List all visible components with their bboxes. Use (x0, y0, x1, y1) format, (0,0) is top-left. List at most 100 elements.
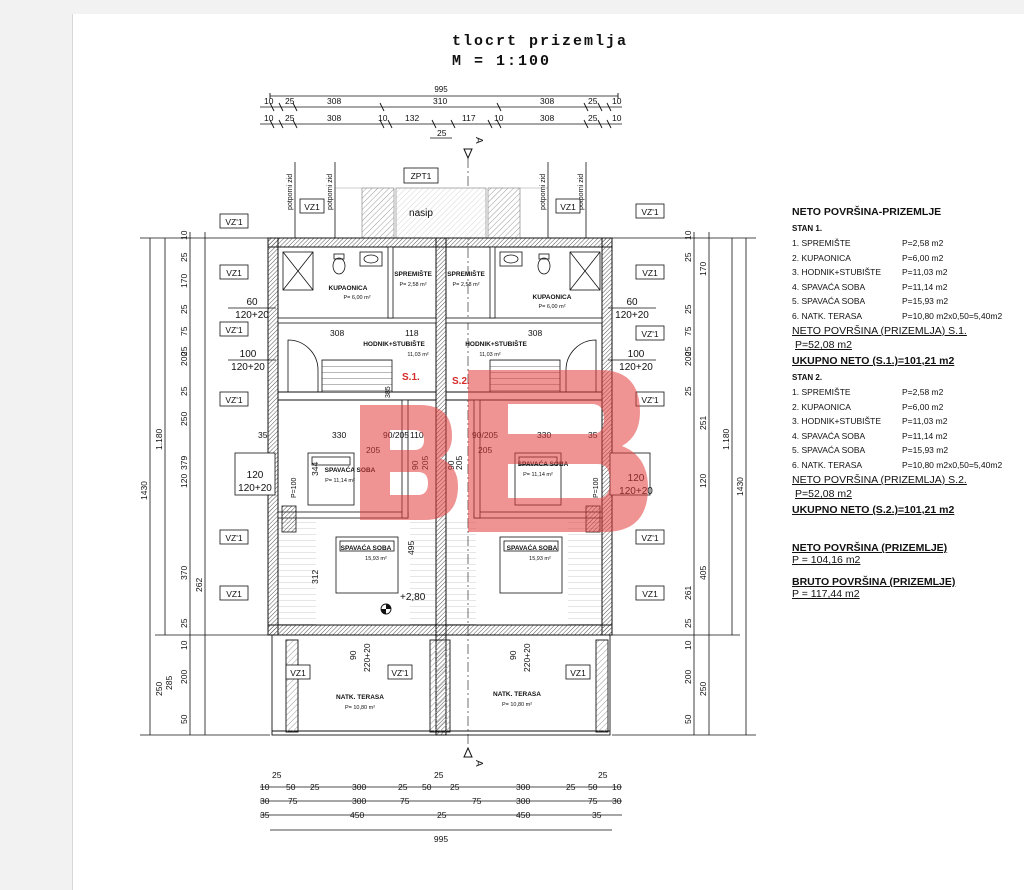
dim-label: 25 (285, 113, 295, 123)
room-name: HODNIK+STUBIŠTE (363, 339, 425, 348)
stan2-ukupno: UKUPNO NETO (S.2.)=101,21 m2 (792, 504, 955, 516)
dim-label: 30 (612, 796, 622, 806)
dim-label: 75 (400, 796, 410, 806)
window-label: VZ1 (304, 202, 320, 212)
window-size-rules (228, 307, 656, 361)
legend-room: 4. SPAVAĆA SOBA (792, 430, 866, 441)
room-name: SPREMIŠTE (394, 269, 432, 278)
window-label: VZ'1 (225, 395, 242, 405)
inner-dim: 344 (310, 462, 320, 476)
legend-value: P=2,58 m2 (902, 387, 944, 398)
dim-label: 261 (683, 586, 693, 600)
room-name: NATK. TERASA (336, 694, 384, 701)
dim-label: 170 (698, 262, 708, 276)
window-label: VZ'1 (641, 533, 658, 543)
dim-label: 251 (698, 416, 708, 430)
legend-room: 6. NATK. TERASA (792, 459, 863, 470)
room-name: SPAVAĆA SOBA (325, 465, 376, 474)
embankment-label: nasip (409, 208, 433, 219)
top-dim-row-1: 10 25 308 310 308 25 10 (264, 96, 622, 106)
section-marker-bottom: A (463, 746, 484, 767)
retaining-wall-label: potporni zid (540, 174, 547, 210)
level-marker: +2,80 (380, 592, 426, 615)
dim-label: 308 (540, 113, 554, 123)
inner-dim: 312 (310, 570, 320, 584)
legend-room: 6. NATK. TERASA (792, 310, 863, 321)
dim-label: 308 (327, 113, 341, 123)
right-dimension-labels: 10 25 170 25 75 25 200 25 251 120 405 26… (683, 230, 745, 724)
inner-dim: 308 (528, 328, 542, 338)
dim-label: 200 (683, 670, 693, 684)
dim-label: 25 (598, 770, 608, 780)
dim-label: 75 (683, 326, 693, 336)
window-size: 60 (626, 297, 638, 308)
dim-label: 50 (286, 782, 296, 792)
inner-dim: P=100 (593, 477, 600, 498)
dim-label: 50 (179, 714, 189, 724)
dim-label: 10 (683, 640, 693, 650)
inner-dim: 35 (258, 430, 268, 440)
window-size: 120+20 (238, 483, 272, 494)
legend-room: 2. KUPAONICA (792, 252, 851, 263)
legend-row: 6. NATK. TERASA P=10,80 m2x0,50=5,40m2 (792, 458, 1022, 473)
dim-label: 25 (434, 770, 444, 780)
window-size: 60 (246, 297, 258, 308)
legend-value: P=6,00 m2 (902, 252, 944, 263)
door-dim: 90 (508, 650, 518, 660)
legend-room: 5. SPAVAĆA SOBA (792, 445, 866, 456)
window-size: 120+20 (231, 362, 265, 373)
legend-room: 3. HODNIK+STUBIŠTE (792, 267, 882, 278)
dim-label: 75 (472, 796, 482, 806)
dim-label: 35 (260, 810, 270, 820)
room-name: KUPAONICA (329, 285, 368, 292)
room-area: 15,93 m² (365, 556, 387, 562)
dim-label: 25 (566, 782, 576, 792)
apartment-tag-s2: S.2. (452, 376, 470, 387)
room-labels: KUPAONICA P= 6,00 m² SPREMIŠTE P= 2,58 m… (325, 269, 572, 711)
room-area: P= 2,58 m² (399, 282, 426, 288)
room-area: P= 10,80 m² (502, 702, 532, 708)
top-dimension-ticks (269, 93, 619, 129)
room-name: SPAVAĆA SOBA (341, 543, 392, 552)
dim-label: 30 (260, 796, 270, 806)
dim-label: 25 (683, 618, 693, 628)
dim-label: 310 (433, 96, 447, 106)
dim-label: 132 (405, 113, 419, 123)
neto-total-label: NETO POVRŠINA (PRIZEMLJE) (792, 542, 948, 554)
dim-label: 25 (683, 346, 693, 356)
dim-label: 25 (179, 304, 189, 314)
dim-label: 250 (179, 412, 189, 426)
legend-room: 3. HODNIK+STUBIŠTE (792, 416, 882, 427)
dim-label: 10 (179, 640, 189, 650)
inner-dim: 330 (332, 430, 346, 440)
top-dimensions (260, 95, 622, 139)
room-area: P= 10,80 m² (345, 705, 375, 711)
dim-label: 200 (179, 670, 189, 684)
stan1-ukupno: UKUPNO NETO (S.1.)=101,21 m2 (792, 355, 955, 367)
title-line-2: M = 1:100 (452, 53, 552, 70)
dim-label: 995 (434, 834, 448, 844)
legend-value: P=10,80 m2x0,50=5,40m2 (902, 459, 1003, 470)
dim-label: 25 (310, 782, 320, 792)
inner-dim: 118 (405, 328, 419, 338)
dim-label: 308 (540, 96, 554, 106)
dim-label: 25 (437, 128, 447, 138)
room-area: P= 11,14 m² (325, 478, 355, 484)
door-dim: 90 (348, 650, 358, 660)
window-size: 120+20 (619, 362, 653, 373)
window-label: VZ'1 (391, 668, 408, 678)
window-size: 100 (240, 349, 257, 360)
inner-dim: 110 (410, 430, 424, 440)
dim-label: 25 (588, 96, 598, 106)
dim-label: 117 (462, 113, 476, 123)
legend-value: P=2,58 m2 (902, 238, 944, 249)
dim-label: 25 (683, 386, 693, 396)
legend-room: 4. SPAVAĆA SOBA (792, 281, 866, 292)
dim-label: 10 (264, 113, 274, 123)
dim-label: 25 (588, 113, 598, 123)
window-label: VZ'1 (641, 395, 658, 405)
